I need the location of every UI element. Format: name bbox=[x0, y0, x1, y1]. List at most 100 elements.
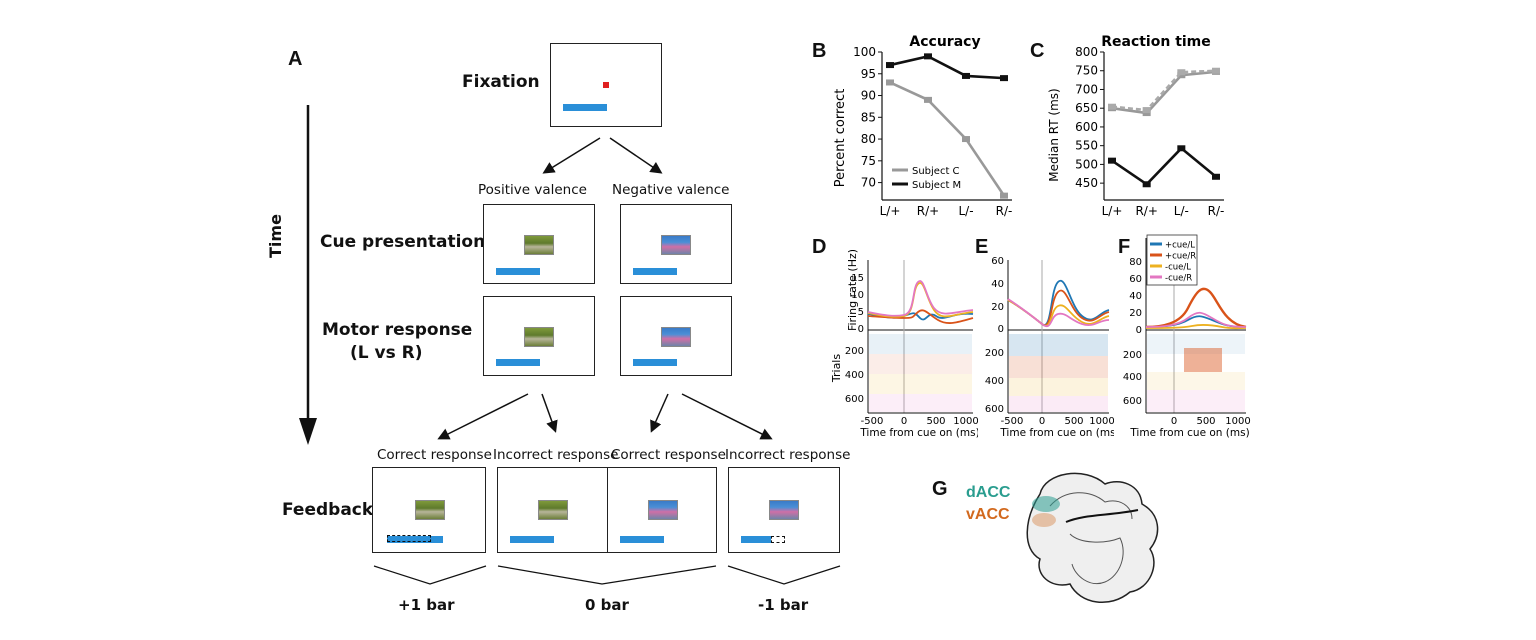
neuron-e-plot: 0 20 40 60 200 400 600 -500 0 500 1000 T… bbox=[985, 256, 1114, 439]
negative-cue-image bbox=[661, 235, 691, 255]
x-axis-label: Time from cue on (ms) bbox=[1129, 427, 1249, 439]
neuron-d-plot: Firing rate (Hz) Trials 0 5 10 15 200 40… bbox=[830, 250, 978, 439]
outcome-zero-label: 0 bar bbox=[585, 596, 629, 614]
data-point bbox=[886, 79, 894, 86]
y-tick-label: 400 bbox=[845, 370, 864, 381]
time-arrow bbox=[299, 105, 317, 445]
y-tick-label: 650 bbox=[1075, 101, 1098, 115]
time-label: Time bbox=[266, 214, 285, 258]
panel-a-letter: A bbox=[288, 48, 303, 70]
data-point bbox=[1177, 69, 1186, 76]
y-ticks-bottom: 200 400 600 bbox=[985, 348, 1004, 415]
y-tick-label: 600 bbox=[1123, 396, 1142, 407]
raster-block bbox=[1009, 378, 1108, 396]
series-line bbox=[889, 54, 1005, 80]
x-tick-label: L/+ bbox=[880, 204, 901, 218]
y-tick-label: 40 bbox=[1129, 291, 1142, 302]
raster-block bbox=[1147, 372, 1245, 390]
accuracy-chart: Accuracy Percent correct 707580859095100… bbox=[833, 34, 1012, 218]
y-tick-label: 0 bbox=[998, 324, 1004, 335]
firing-rate-trace bbox=[1145, 287, 1247, 329]
firing-rate-trace bbox=[1145, 324, 1247, 330]
y-tick-label: 90 bbox=[861, 89, 876, 103]
x-tick-label: R/+ bbox=[917, 204, 939, 218]
motor-screen-negative bbox=[620, 296, 732, 376]
y-tick-label: 80 bbox=[861, 132, 876, 146]
negative-cue-image bbox=[648, 500, 678, 520]
panel-d-letter: D bbox=[812, 236, 827, 258]
dacc-region bbox=[1032, 496, 1060, 512]
y-tick-label: 15 bbox=[851, 273, 864, 284]
raster-block bbox=[869, 394, 972, 412]
y-axis-label: Median RT (ms) bbox=[1047, 88, 1061, 181]
data-point bbox=[886, 62, 894, 69]
positive-cue-image bbox=[538, 500, 568, 520]
y-tick-label: 200 bbox=[985, 348, 1004, 359]
firing-rate-trace bbox=[867, 280, 974, 317]
raster-block bbox=[1147, 334, 1245, 354]
x-tick-label: R/- bbox=[996, 204, 1013, 218]
fixation-point bbox=[603, 82, 609, 88]
y-ticks-top: 0 20 40 60 bbox=[991, 256, 1004, 335]
data-point bbox=[1108, 157, 1116, 164]
outcome-plus-label: +1 bar bbox=[398, 596, 455, 614]
legend: +cue/L+cue/R-cue/L-cue/R bbox=[1150, 241, 1196, 284]
raster-block bbox=[869, 354, 972, 374]
firing-rate-trace bbox=[1007, 299, 1110, 327]
x-axis-label: Time from cue on (ms) bbox=[999, 427, 1114, 439]
negative-cue-image bbox=[769, 500, 799, 520]
y-ticks-top: 0 20 40 60 80 bbox=[1129, 257, 1142, 336]
dacc-label: dACC bbox=[966, 484, 1011, 501]
data-point bbox=[962, 136, 970, 143]
raster-block bbox=[1009, 356, 1108, 378]
outcome-minus-label: -1 bar bbox=[758, 596, 809, 614]
rt-chart: Reaction time Median RT (ms) 45050055060… bbox=[1047, 34, 1225, 218]
brain-illustration bbox=[1026, 472, 1159, 603]
y-tick-label: 600 bbox=[1075, 120, 1098, 134]
reward-bar bbox=[510, 536, 554, 543]
data-point bbox=[1000, 192, 1008, 199]
chart-title: Accuracy bbox=[909, 34, 980, 50]
feedback-arrows bbox=[437, 393, 773, 440]
x-tick-label: L/- bbox=[1174, 204, 1189, 218]
y-tick-label: 500 bbox=[1075, 157, 1098, 171]
y-ticks-bottom: 200 400 600 bbox=[1123, 350, 1142, 407]
data-point bbox=[924, 53, 932, 60]
positive-cue-image bbox=[524, 235, 554, 255]
raster-block bbox=[1009, 396, 1108, 412]
feedback-label: Feedback bbox=[282, 500, 374, 520]
brain-outline bbox=[1026, 472, 1159, 603]
y-tick-label: 600 bbox=[985, 404, 1004, 415]
x-tick-label: 1000 bbox=[1225, 416, 1250, 427]
panel-e-letter: E bbox=[975, 236, 989, 258]
cue-screen-positive bbox=[483, 204, 595, 284]
raster-block bbox=[869, 374, 972, 394]
x-tick-label: R/- bbox=[1208, 204, 1225, 218]
data-point bbox=[1000, 75, 1008, 82]
firing-rate-trace bbox=[1007, 289, 1110, 327]
firing-rate-trace bbox=[1007, 298, 1110, 327]
x-axis-label: Time from cue on (ms) bbox=[859, 427, 978, 439]
y-tick-label: 0 bbox=[858, 324, 864, 335]
series-line bbox=[1111, 69, 1217, 112]
vacc-region bbox=[1032, 513, 1056, 527]
feedback-screen-zero-negative bbox=[607, 467, 717, 553]
y-tick-label: 95 bbox=[861, 67, 876, 81]
chart-title: Reaction time bbox=[1101, 34, 1211, 50]
series-line bbox=[1111, 70, 1217, 115]
x-tick-label: 500 bbox=[1196, 416, 1215, 427]
data-point bbox=[1142, 181, 1151, 188]
firing-rate-trace bbox=[867, 282, 974, 318]
reward-bar bbox=[496, 268, 540, 275]
x-tick-label: 1000 bbox=[1089, 416, 1114, 427]
reward-bar bbox=[633, 268, 677, 275]
cue-screen-negative bbox=[620, 204, 732, 284]
firing-rate-trace bbox=[1007, 279, 1110, 326]
y-tick-label: 800 bbox=[1075, 45, 1098, 59]
legend-label: -cue/R bbox=[1165, 274, 1192, 284]
series-line bbox=[889, 81, 1006, 197]
y-tick-label: 40 bbox=[991, 279, 1004, 290]
x-tick-label: 0 bbox=[1171, 416, 1177, 427]
panel-b-letter: B bbox=[812, 40, 827, 62]
